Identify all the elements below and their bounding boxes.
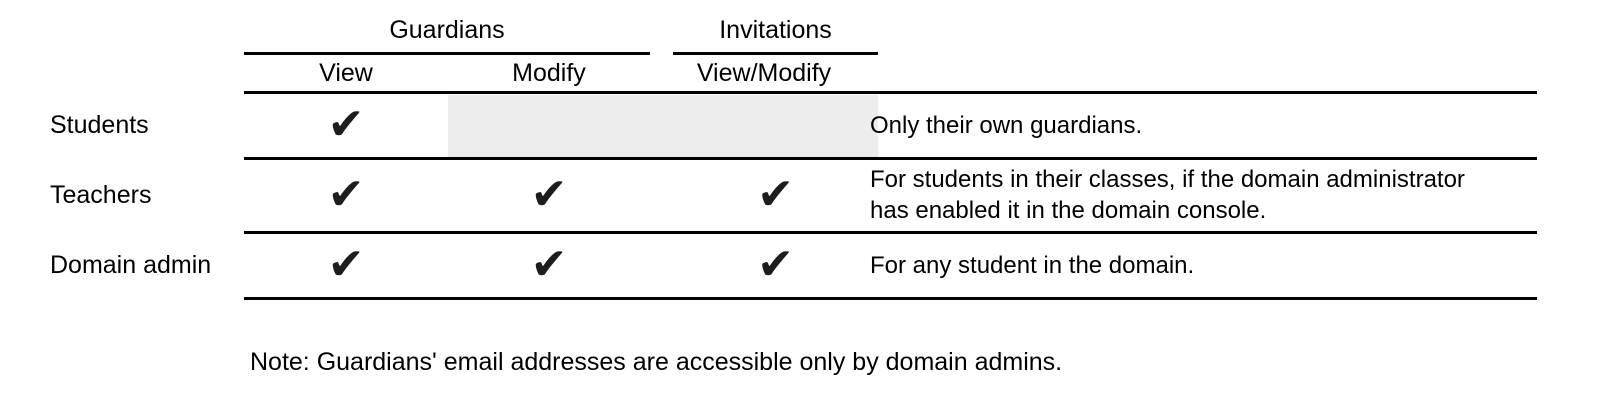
note-students: Only their own guardians. (870, 111, 1143, 139)
row-label-students: Students (50, 110, 149, 139)
row-label-domain-admin: Domain admin (50, 250, 212, 279)
table-rule (244, 231, 1537, 234)
check-icon: ✔ (757, 239, 794, 290)
check-icon: ✔ (757, 169, 794, 220)
guardians-underline (244, 52, 650, 55)
check-icon: ✔ (327, 239, 365, 290)
table-rule (244, 91, 1537, 94)
column-header-view-modify: View/Modify (696, 58, 832, 87)
column-header-view: View (319, 58, 373, 87)
check-icon: ✔ (327, 99, 365, 150)
invitations-underline (673, 52, 878, 55)
note-teachers: For students in their classes, if the do… (870, 166, 1465, 224)
check-icon: ✔ (530, 239, 568, 290)
note-domain-admin: For any student in the domain. (870, 251, 1195, 279)
check-icon: ✔ (327, 169, 365, 220)
table-rule (244, 297, 1537, 300)
check-icon: ✔ (530, 169, 568, 220)
footer-note: Note: Guardians' email addresses are acc… (250, 348, 1063, 376)
column-header-modify: Modify (512, 58, 586, 87)
row-label-teachers: Teachers (50, 180, 152, 209)
students-disabled-cells-shading (448, 95, 878, 157)
column-group-guardians: Guardians (389, 15, 505, 44)
column-group-invitations: Invitations (719, 15, 832, 44)
table-rule (244, 157, 1537, 160)
